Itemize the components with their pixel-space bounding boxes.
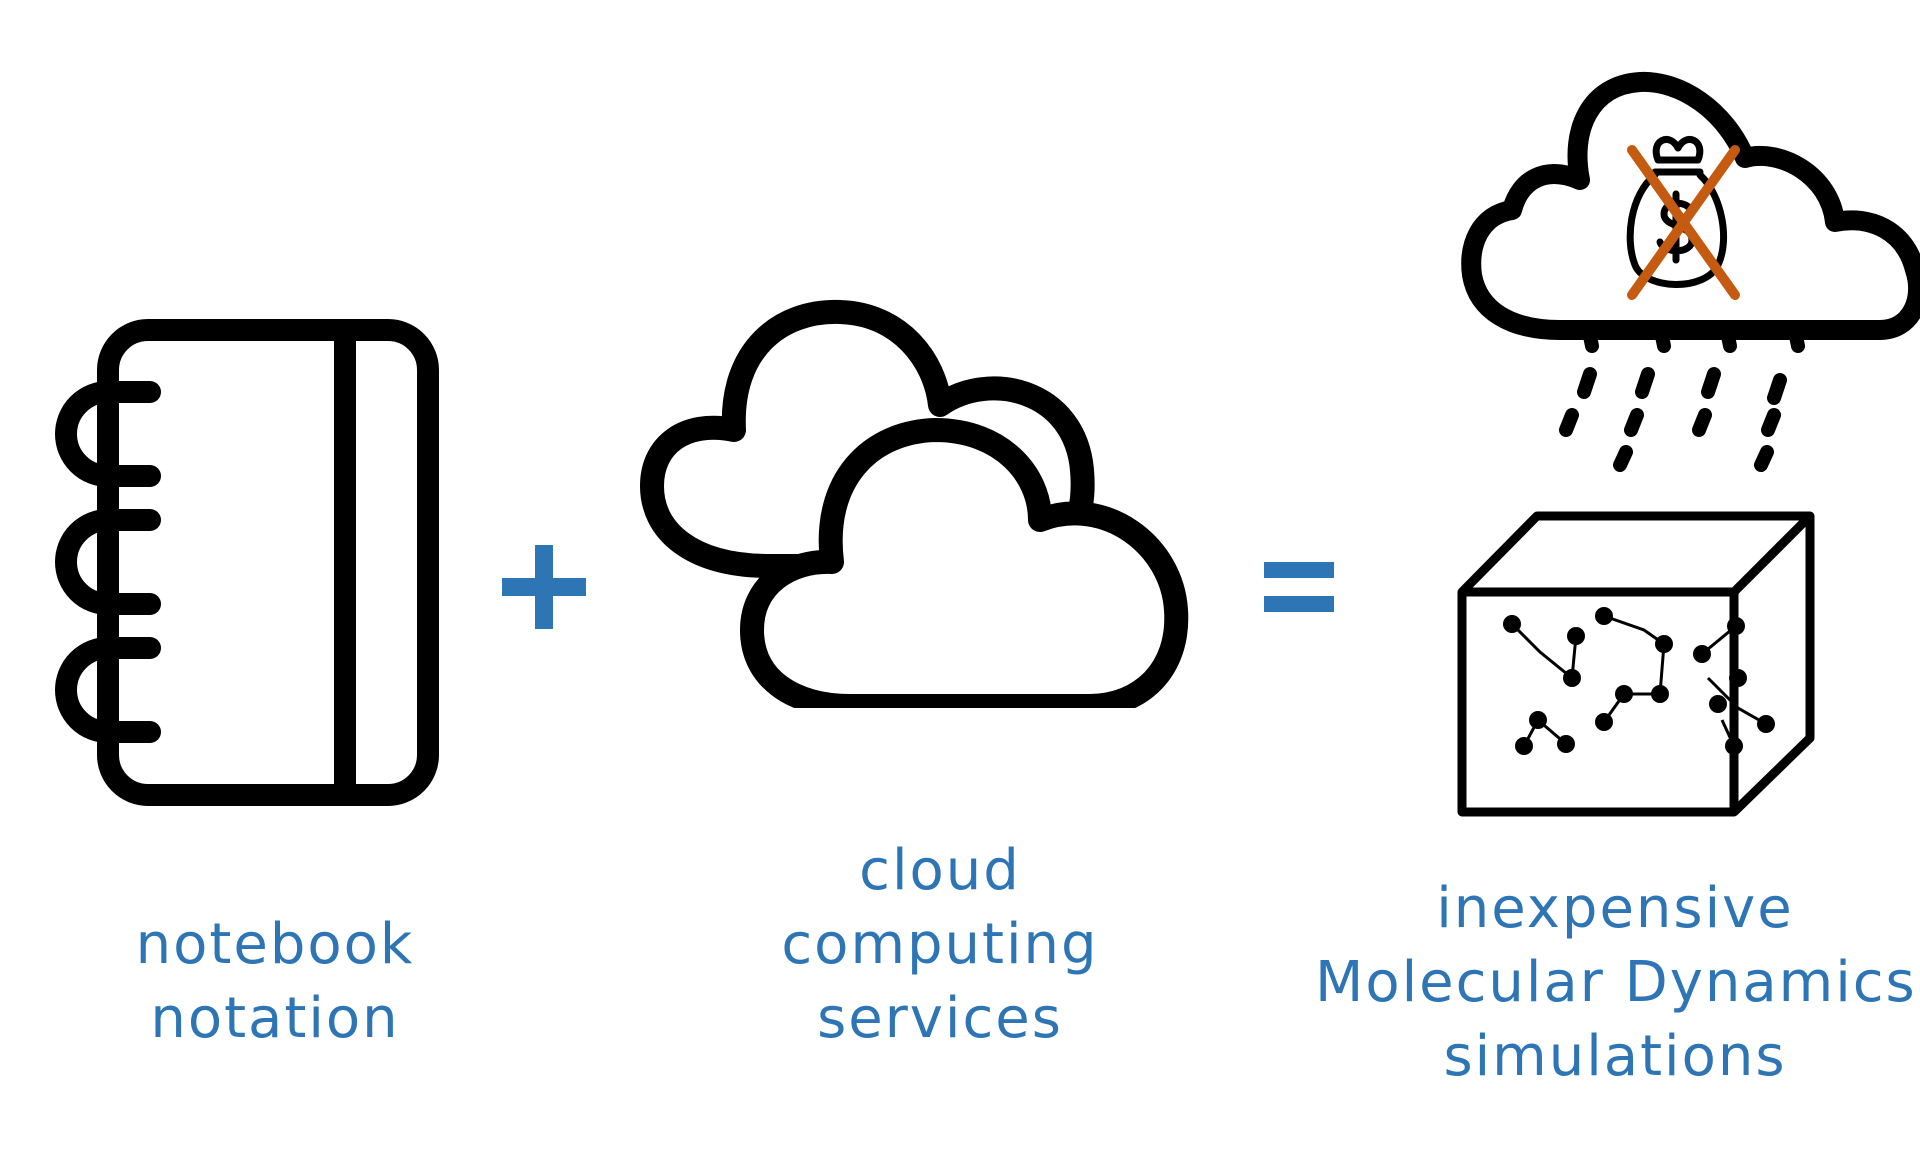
- notebook-icon: [55, 319, 439, 806]
- notebook-caption-line-2: notation: [150, 986, 400, 1051]
- rain-cloud-outline: [1461, 71, 1920, 340]
- cloud-caption-line-3: services: [817, 986, 1063, 1051]
- notebook-ring-1: [55, 381, 161, 487]
- molecule-bonds: [1510, 614, 1767, 747]
- rain-drops: [1559, 329, 1805, 472]
- cloud-caption-line-1: cloud: [859, 838, 1021, 903]
- money-bag-knot: [1652, 136, 1704, 164]
- result-caption-line-2: Molecular Dynamics: [1315, 950, 1917, 1015]
- result-caption-line-1: inexpensive: [1436, 876, 1794, 941]
- front-cloud: [740, 418, 1189, 718]
- cloud-caption: cloud computing services: [740, 834, 1140, 1056]
- notebook-caption: notebook notation: [110, 908, 440, 1056]
- cloud-computing-icon: [640, 299, 1189, 728]
- result-caption-line-3: simulations: [1443, 1024, 1787, 1089]
- plus-operator: [502, 545, 586, 629]
- notebook-ring-3: [55, 637, 161, 743]
- molecular-box-icon: [1457, 511, 1815, 817]
- cross-out-icon: [1627, 145, 1740, 300]
- money-bag-outline: [1626, 171, 1727, 288]
- result-caption: inexpensive Molecular Dynamics simulatio…: [1315, 872, 1915, 1094]
- cloud-caption-line-2: computing: [781, 912, 1099, 977]
- molecule-atoms: [1503, 607, 1775, 755]
- notebook-ring-2: [55, 509, 161, 615]
- box-side: [1730, 516, 1815, 816]
- box-front: [1457, 587, 1739, 817]
- box-top: [1458, 511, 1815, 596]
- notebook-caption-line-1: notebook: [135, 912, 415, 977]
- rain-cloud-icon: [1461, 71, 1920, 472]
- equals-operator: [1264, 562, 1334, 612]
- front-cloud-base: [740, 708, 1180, 728]
- notebook-cover: [97, 319, 439, 806]
